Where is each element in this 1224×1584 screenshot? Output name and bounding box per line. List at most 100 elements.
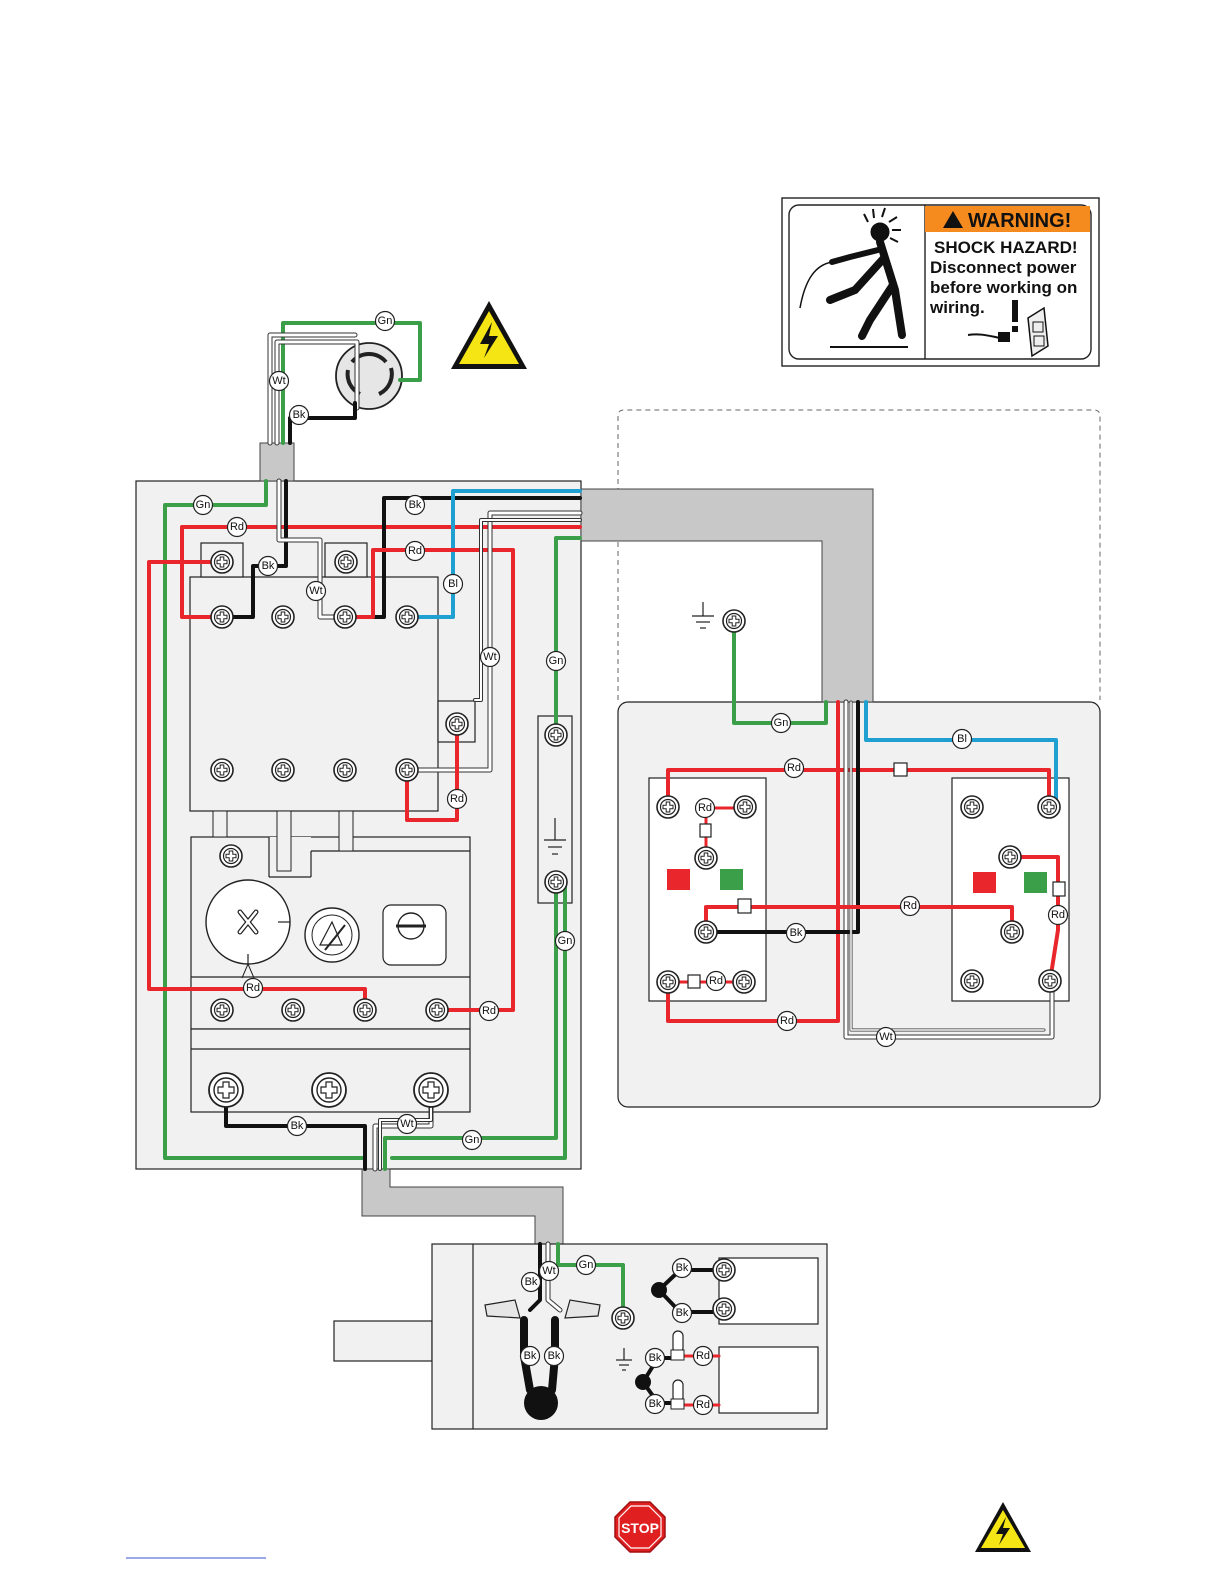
- terminal-screw-icon: [272, 606, 294, 628]
- warning-line-1: SHOCK HAZARD!: [934, 238, 1078, 257]
- wire-label: Bk: [406, 496, 425, 515]
- stop-indicator-red: [667, 869, 690, 890]
- svg-text:Wt: Wt: [542, 1265, 555, 1277]
- svg-text:Bk: Bk: [262, 560, 275, 572]
- svg-text:Bk: Bk: [790, 927, 803, 939]
- stop-indicator-red-2: [973, 872, 996, 893]
- terminal-screw-icon: [211, 759, 233, 781]
- svg-text:Gn: Gn: [465, 1134, 480, 1146]
- wire-label: Bk: [522, 1273, 541, 1292]
- terminal-screw-icon: [414, 1073, 448, 1107]
- svg-text:Rd: Rd: [709, 975, 723, 987]
- wire-label: Rd: [406, 542, 425, 561]
- terminal-screw-icon: [999, 846, 1021, 868]
- wire-label: Rd: [694, 1396, 713, 1415]
- wire-label: Wt: [877, 1028, 896, 1047]
- wire-label: Gn: [577, 1256, 596, 1275]
- start-indicator-green-2: [1024, 872, 1047, 893]
- terminal-screw-icon: [220, 845, 242, 867]
- svg-text:Gn: Gn: [558, 935, 573, 947]
- terminal-screw-icon: [1038, 796, 1060, 818]
- svg-text:Bl: Bl: [448, 578, 458, 590]
- terminal-screw-icon: [695, 921, 717, 943]
- wire-label: Bk: [259, 557, 278, 576]
- svg-text:Gn: Gn: [774, 717, 789, 729]
- terminal-screw-icon: [723, 610, 745, 632]
- overload-relay: [191, 811, 470, 1029]
- shock-hazard-icon: [975, 1502, 1031, 1552]
- wire-label: Bk: [290, 406, 309, 425]
- svg-text:Rd: Rd: [903, 900, 917, 912]
- wire-label: Gn: [772, 714, 791, 733]
- warning-heading: WARNING!: [968, 210, 1071, 232]
- svg-text:Bk: Bk: [293, 409, 306, 421]
- terminal-screw-icon: [612, 1307, 634, 1329]
- svg-text:Bk: Bk: [548, 1350, 561, 1362]
- terminal-screw-icon: [657, 796, 679, 818]
- terminal-screw-icon: [961, 796, 983, 818]
- terminal-screw-icon: [282, 999, 304, 1021]
- terminal-screw-icon: [695, 847, 717, 869]
- wire-label: Wt: [540, 1262, 559, 1281]
- svg-text:Rd: Rd: [696, 1350, 710, 1362]
- svg-text:Wt: Wt: [309, 585, 322, 597]
- terminal-screw-icon: [211, 606, 233, 628]
- terminal-screw-icon: [312, 1073, 346, 1107]
- svg-text:Rd: Rd: [450, 793, 464, 805]
- wire-label: Wt: [270, 372, 289, 391]
- svg-text:Gn: Gn: [378, 315, 393, 327]
- warning-line-2: Disconnect power: [930, 258, 1077, 277]
- svg-text:Rd: Rd: [482, 1005, 496, 1017]
- terminal-screw-icon: [545, 724, 567, 746]
- svg-text:Bk: Bk: [524, 1350, 537, 1362]
- svg-text:Bk: Bk: [676, 1307, 689, 1319]
- terminal-screw-icon: [961, 970, 983, 992]
- svg-text:Rd: Rd: [230, 521, 244, 533]
- svg-text:Rd: Rd: [246, 982, 260, 994]
- twist-lock-plug-icon: [336, 343, 402, 409]
- svg-text:Wt: Wt: [272, 375, 285, 387]
- wire-label: Rd: [785, 759, 804, 778]
- terminal-screw-icon: [657, 971, 679, 993]
- svg-text:Rd: Rd: [780, 1015, 794, 1027]
- wire-label: Rd: [778, 1012, 797, 1031]
- wire-label: Bl: [953, 730, 972, 749]
- wire-label: Bl: [444, 575, 463, 594]
- svg-text:Gn: Gn: [549, 655, 564, 667]
- svg-text:Bk: Bk: [409, 499, 422, 511]
- terminal-screw-icon: [713, 1259, 735, 1281]
- svg-text:Rd: Rd: [696, 1399, 710, 1411]
- terminal-screw-icon: [211, 551, 233, 573]
- wire-label: Bk: [521, 1347, 540, 1366]
- svg-text:Bk: Bk: [649, 1398, 662, 1410]
- warning-line-4: wiring.: [929, 298, 985, 317]
- wire-label: Gn: [556, 932, 575, 951]
- wire-label: Bk: [545, 1347, 564, 1366]
- svg-text:Rd: Rd: [1051, 909, 1065, 921]
- terminal-screw-icon: [426, 999, 448, 1021]
- svg-text:Gn: Gn: [579, 1259, 594, 1271]
- terminal-screw-icon: [209, 1073, 243, 1107]
- wire-label: Bk: [288, 1117, 307, 1136]
- wire-label: Wt: [307, 582, 326, 601]
- terminal-screw-icon: [1039, 970, 1061, 992]
- svg-text:Gn: Gn: [196, 499, 211, 511]
- terminal-screw-icon: [1001, 921, 1023, 943]
- terminal-screw-icon: [733, 971, 755, 993]
- terminal-screw-icon: [272, 759, 294, 781]
- terminal-screw-icon: [334, 759, 356, 781]
- wire-label: Wt: [398, 1115, 417, 1134]
- wire-label: Bk: [646, 1395, 665, 1414]
- stop-sign-text: STOP: [621, 1520, 659, 1536]
- svg-text:!: !: [949, 218, 952, 229]
- wire-label: Gn: [547, 652, 566, 671]
- svg-text:Wt: Wt: [879, 1031, 892, 1043]
- wire-label: Gn: [463, 1131, 482, 1150]
- svg-text:Bk: Bk: [291, 1120, 304, 1132]
- terminal-screw-icon: [334, 606, 356, 628]
- shock-hazard-icon: [451, 301, 527, 369]
- terminal-screw-icon: [713, 1298, 735, 1320]
- wire-label: Wt: [481, 648, 500, 667]
- wire-label: Rd: [228, 518, 247, 537]
